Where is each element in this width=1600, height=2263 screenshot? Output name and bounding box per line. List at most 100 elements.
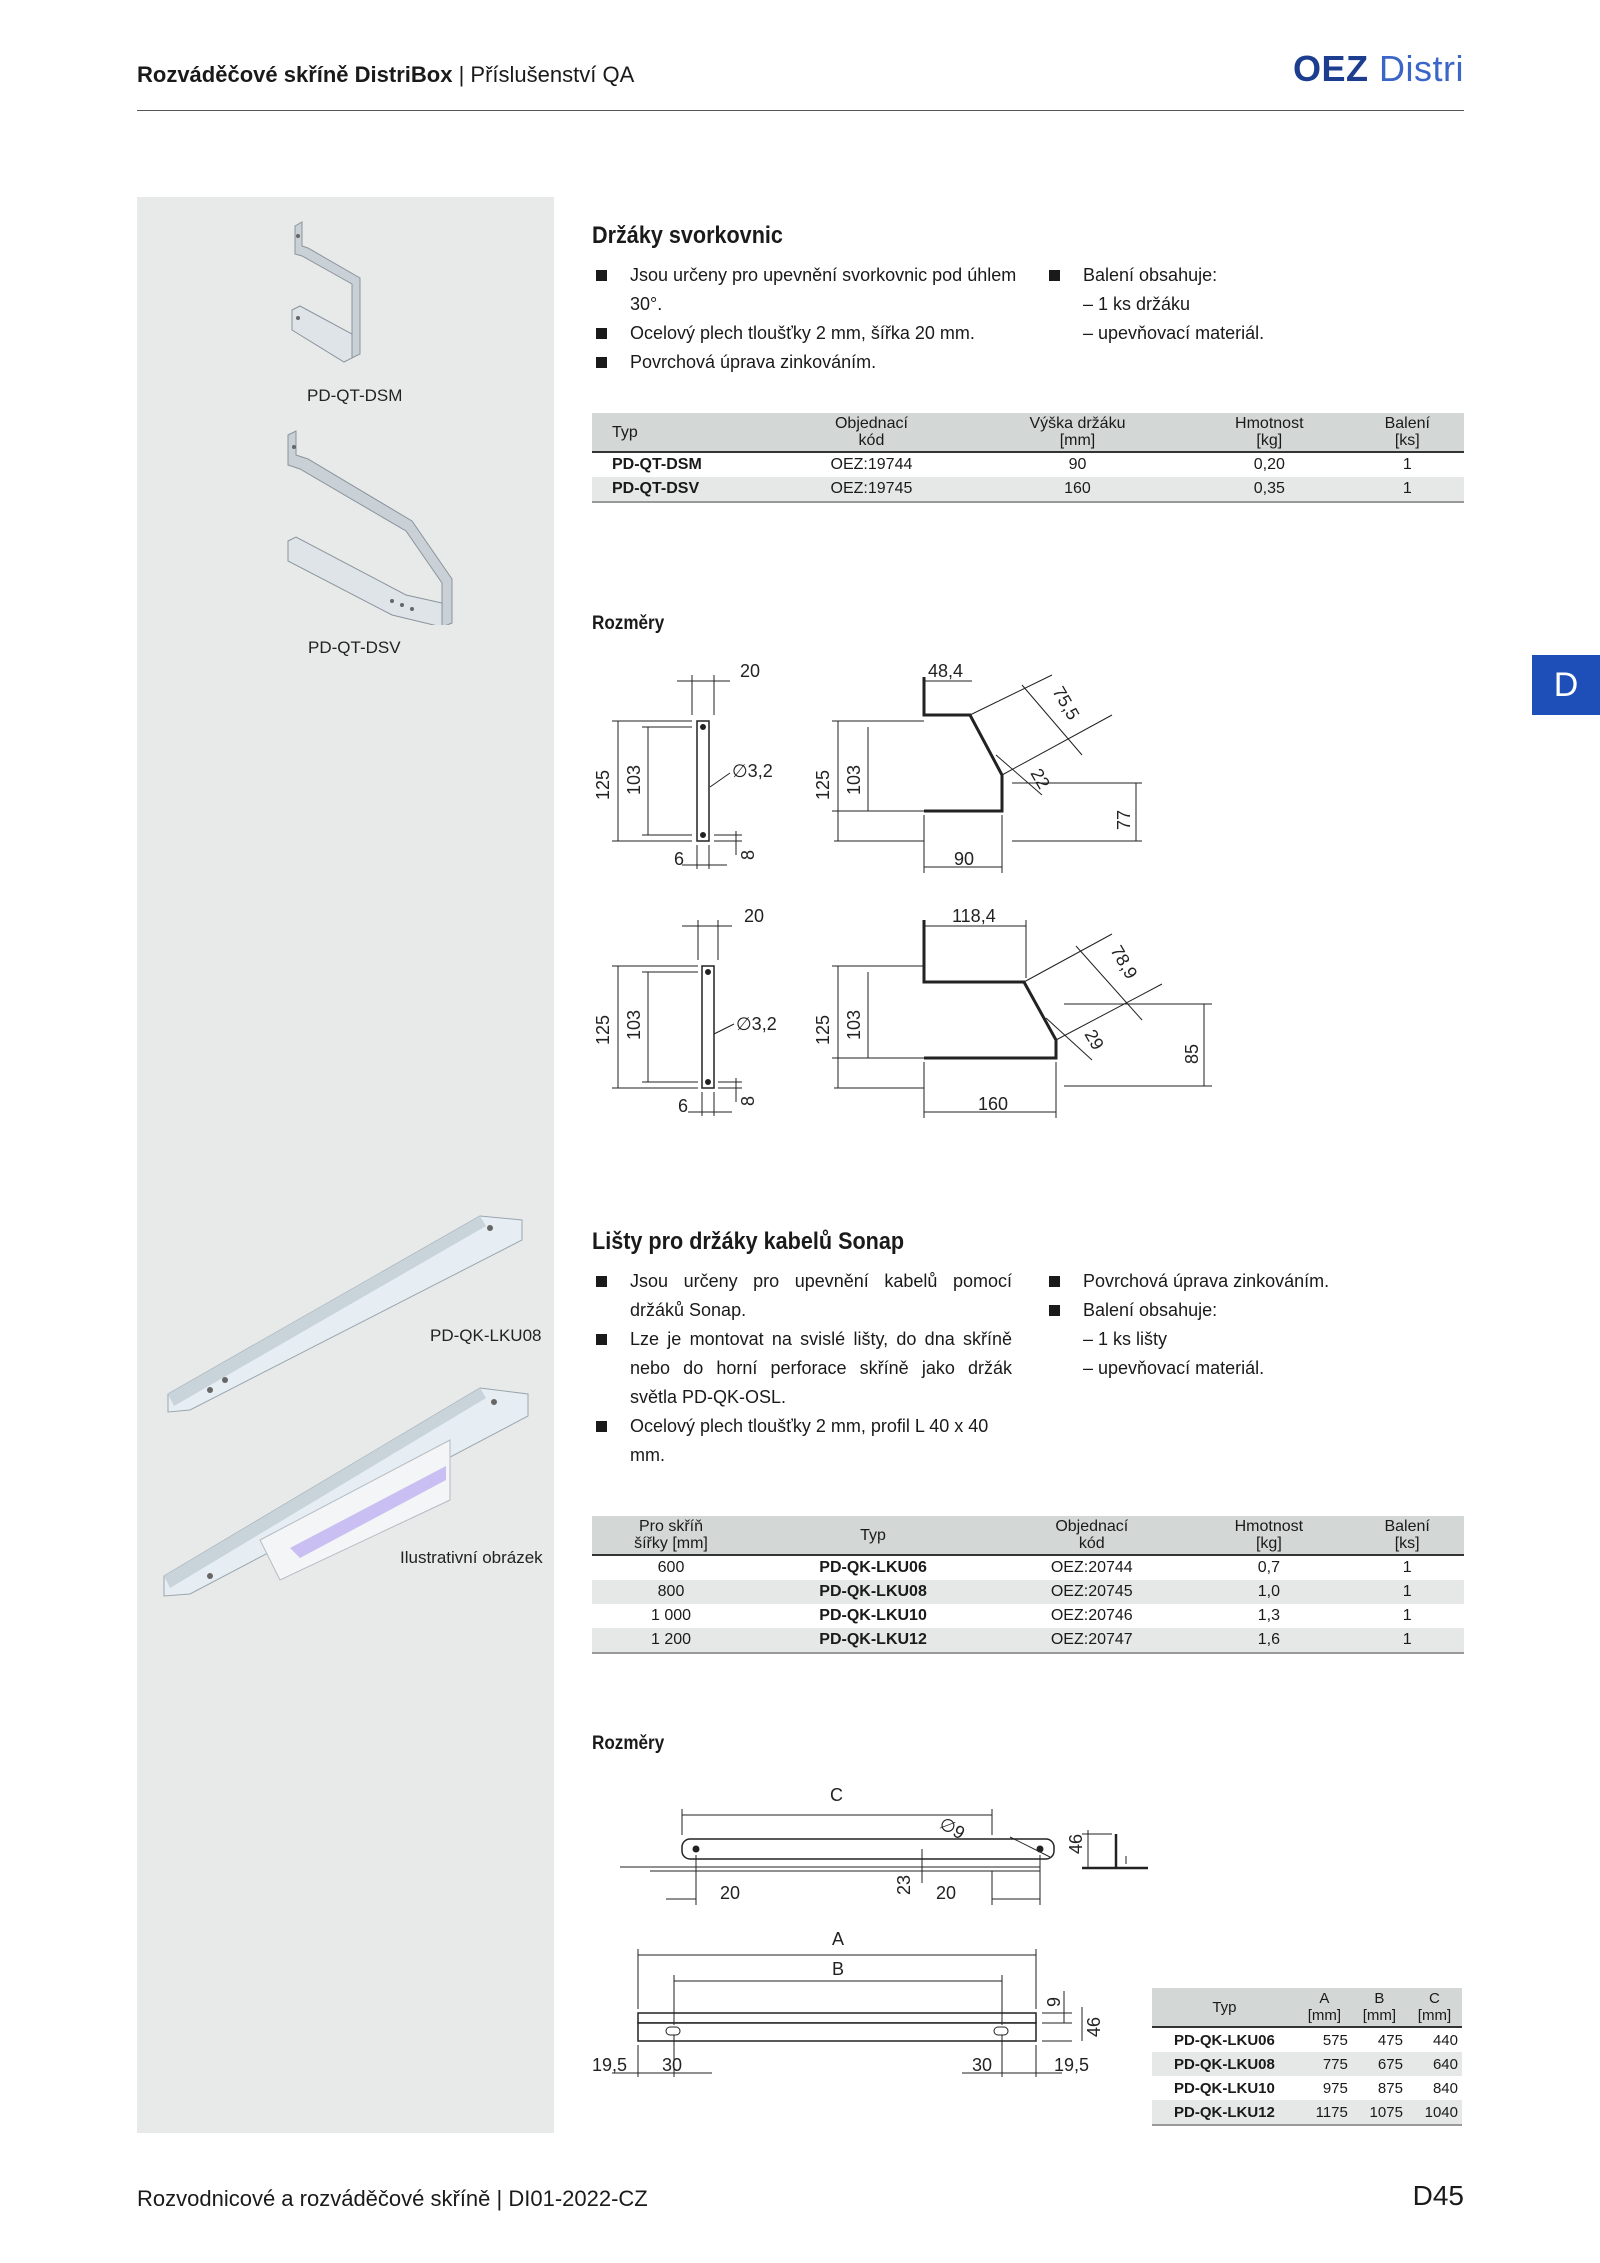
table-cell: 1075 — [1351, 2100, 1407, 2126]
table-cell: 1,3 — [1257, 1607, 1280, 1624]
table-cell: PD-QK-LKU06 — [819, 1559, 927, 1576]
table-cell: PD-QK-LKU12 — [1152, 2100, 1297, 2126]
table-cell: PD-QK-LKU10 — [1174, 2079, 1275, 2097]
list-item: Jsou určeny pro upevnění kabelů pomocí d… — [592, 1267, 1012, 1325]
dim-drawing-dsv-side: 20 ∅3,2 6 125 103 8 — [593, 906, 777, 1116]
dim-label: 19,5 — [1054, 2055, 1089, 2075]
dim-label: 160 — [978, 1094, 1008, 1114]
table-cell: 1 — [1402, 1559, 1412, 1576]
table-header: Pro skříň šířky [mm] — [592, 1516, 750, 1556]
table-row: 1 000 PD-QK-LKU10 OEZ:20746 1,3 1 — [592, 1604, 1464, 1628]
table-header: Objednací kód — [996, 1516, 1188, 1556]
table-header: Výška držáku [mm] — [966, 413, 1189, 453]
table-cell: 1 — [1402, 1607, 1412, 1624]
table-header: Hmotnost [kg] — [1188, 413, 1351, 453]
dim-label: A — [832, 1929, 844, 1949]
table-cell: 600 — [657, 1559, 685, 1576]
table-cell: 1 — [1350, 1628, 1464, 1654]
section2-dims-heading: Rozměry — [592, 1733, 665, 1754]
list-item: Lze je montovat na svislé lišty, do dna … — [592, 1325, 1012, 1412]
table-cell: 1 — [1350, 1580, 1464, 1604]
dim-label: 6 — [674, 849, 684, 869]
table-cell: PD-QK-LKU08 — [1152, 2052, 1297, 2076]
section2-bullets-right: Povrchová úprava zinkováním. Balení obsa… — [1045, 1267, 1345, 1383]
list-item: Balení obsahuje: — [1045, 1296, 1345, 1325]
section1-dims-heading: Rozměry — [592, 613, 665, 634]
dim-label: B — [832, 1959, 844, 1979]
dim-label: 103 — [624, 1010, 644, 1040]
dim-label: 77 — [1114, 810, 1134, 830]
section1-bullets-left: Jsou určeny pro upevnění svorkovnic pod … — [592, 261, 1022, 377]
table-cell: 675 — [1351, 2052, 1407, 2076]
abc-dimension-table: Typ A [mm] B [mm] C [mm] PD-QK-LKU06 575… — [1152, 1988, 1462, 2126]
table-cell: 1,0 — [1187, 1580, 1351, 1604]
table-cell: 875 — [1377, 2079, 1403, 2097]
dim-label: 46 — [1066, 1834, 1086, 1854]
table-cell: 975 — [1322, 2079, 1348, 2097]
section-tab: D — [1532, 655, 1600, 715]
dim-drawing-lku-front: A B 9 46 19,5 30 30 19,5 — [592, 1929, 1104, 2077]
table-cell: OEZ:19744 — [830, 456, 913, 473]
dim-label: 30 — [662, 2055, 682, 2075]
dim-label: C — [830, 1785, 843, 1805]
table-header: Typ — [750, 1516, 997, 1556]
table-cell: OEZ:19745 — [776, 477, 967, 503]
table-cell: PD-QT-DSM — [612, 456, 702, 473]
caption-pd-qk-lku08: PD-QK-LKU08 — [430, 1326, 542, 1345]
table-header: C [mm] — [1406, 1988, 1462, 2028]
caption-illustrative: Ilustrativní obrázek — [400, 1548, 543, 1567]
table-row: PD-QK-LKU12 1175 1075 1040 — [1152, 2100, 1462, 2126]
dim-label: 78,9 — [1107, 942, 1142, 982]
dim-label: ∅3,2 — [732, 761, 773, 781]
dim-drawing-dsv-front: 118,4 78,9 29 85 125 103 160 — [813, 906, 1212, 1118]
dim-label: 20 — [936, 1883, 956, 1903]
table-cell: 475 — [1377, 2031, 1403, 2049]
dim-label: 20 — [744, 906, 764, 926]
list-item: Balení obsahuje: — [1045, 261, 1345, 290]
dim-label: 8 — [738, 1096, 758, 1106]
section1-heading: Držáky svorkovnic — [592, 222, 783, 249]
table-cell: OEZ:20746 — [1050, 1607, 1133, 1624]
dim-label: 8 — [738, 850, 758, 860]
dim-label: 29 — [1081, 1026, 1108, 1053]
table-cell: OEZ:20744 — [1050, 1559, 1133, 1576]
table-cell: PD-QK-LKU08 — [750, 1580, 997, 1604]
dim-label: 103 — [844, 765, 864, 795]
dim-label: 22 — [1027, 765, 1054, 792]
table-header: Typ — [592, 413, 776, 453]
table-header: Hmotnost [kg] — [1187, 1516, 1351, 1556]
section1-table: Typ Objednací kód Výška držáku [mm] Hmot… — [592, 413, 1464, 503]
table-cell: 640 — [1406, 2052, 1462, 2076]
table-row: PD-QT-DSM OEZ:19744 90 0,20 1 — [592, 452, 1464, 477]
list-item: Ocelový plech tloušťky 2 mm, šířka 20 mm… — [592, 319, 1022, 348]
list-item: Ocelový plech tloušťky 2 mm, profil L 40… — [592, 1412, 1012, 1470]
dim-label: ∅3,2 — [736, 1014, 777, 1034]
header-rule — [137, 110, 1464, 111]
dim-label: 125 — [593, 1015, 613, 1045]
table-header: Balení [ks] — [1350, 413, 1464, 453]
list-item: – upevňovací materiál. — [1083, 1358, 1265, 1378]
dim-label: 30 — [972, 2055, 992, 2075]
oez-distri-logo: OEZ Distri — [1292, 48, 1464, 89]
table-header: Objednací kód — [776, 413, 967, 453]
table-cell: 1 000 — [650, 1607, 692, 1624]
dim-label: 20 — [740, 661, 760, 681]
side-image-band — [137, 197, 554, 2133]
dim-label: 90 — [954, 849, 974, 869]
table-header: Typ — [1152, 1988, 1297, 2028]
list-item: – 1 ks lišty — [1083, 1329, 1168, 1349]
table-row: PD-QK-LKU06 575 475 440 — [1152, 2027, 1462, 2052]
table-cell: PD-QK-LKU06 — [1174, 2031, 1275, 2049]
dim-label: 6 — [678, 1096, 688, 1116]
dim-drawing-dsm-side: 20 ∅3,2 6 125 103 8 — [593, 661, 773, 869]
table-header: B [mm] — [1351, 1988, 1407, 2028]
table-row: PD-QT-DSV OEZ:19745 160 0,35 1 — [592, 477, 1464, 503]
table-cell: 840 — [1432, 2079, 1458, 2097]
table-cell: 0,35 — [1188, 477, 1351, 503]
table-cell: 90 — [1068, 456, 1087, 473]
list-item: – upevňovací materiál. — [1083, 323, 1265, 343]
list-item: Jsou určeny pro upevnění svorkovnic pod … — [592, 261, 1022, 319]
table-cell: 440 — [1432, 2031, 1458, 2049]
pd-qt-dsv-illustration — [287, 430, 453, 625]
footer-text: Rozvodnicové a rozváděčové skříně | DI01… — [137, 2186, 648, 2211]
